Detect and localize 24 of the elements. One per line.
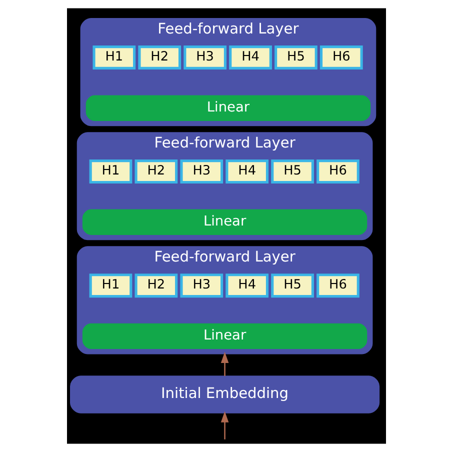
node-box: H5 bbox=[274, 45, 317, 70]
node-box: H4 bbox=[225, 160, 268, 184]
node-box: H6 bbox=[316, 274, 359, 298]
node-box: H4 bbox=[225, 274, 268, 298]
node-box: Linear bbox=[85, 95, 370, 121]
node-box: H3 bbox=[183, 45, 226, 70]
node-box: H5 bbox=[270, 274, 314, 298]
arrow bbox=[220, 352, 228, 376]
node-box: Initial Embedding bbox=[70, 376, 380, 414]
arrow bbox=[220, 411, 228, 440]
node-box: H2 bbox=[134, 160, 178, 184]
node-box: H6 bbox=[316, 160, 359, 184]
node-box: Linear bbox=[82, 323, 367, 350]
node-box: H3 bbox=[180, 274, 223, 298]
node-box: H1 bbox=[88, 160, 132, 184]
node-box: H6 bbox=[319, 45, 362, 70]
node-box: Linear bbox=[82, 209, 367, 235]
node-box: H3 bbox=[180, 160, 223, 184]
node-box: H5 bbox=[270, 160, 314, 184]
node-box: H2 bbox=[134, 274, 178, 298]
node-box: H2 bbox=[138, 45, 181, 70]
node-box: H1 bbox=[92, 45, 136, 70]
node-box: H4 bbox=[228, 45, 272, 70]
node-box: H1 bbox=[88, 274, 132, 298]
